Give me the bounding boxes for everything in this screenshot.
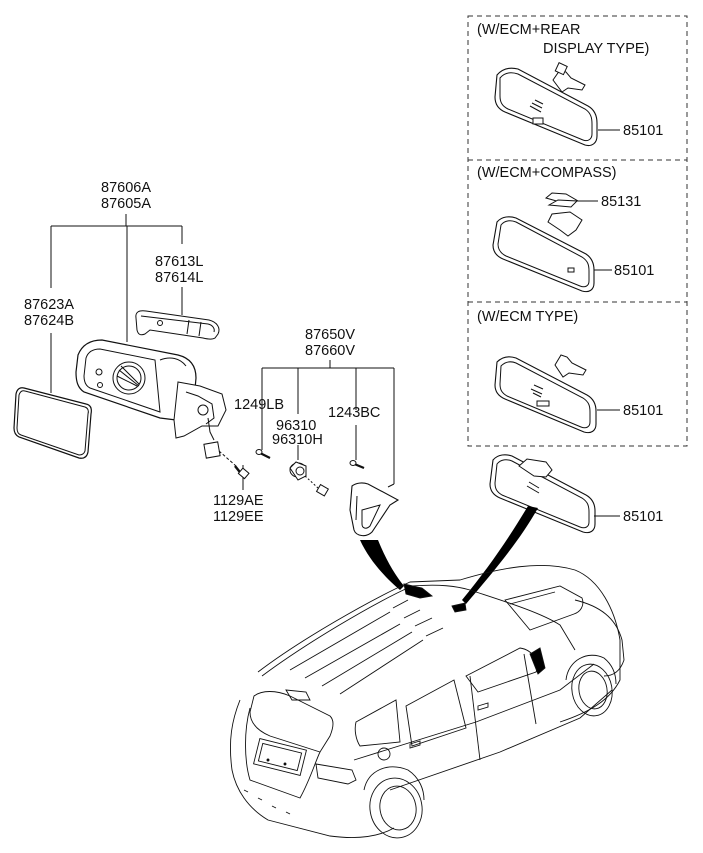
inside-mirror-standard[interactable] [489,454,596,534]
part-label-85131[interactable]: 85131 [601,194,642,210]
part-label-87606a[interactable]: 87606A [101,180,151,196]
part-label-85101-compass[interactable]: 85101 [614,263,655,279]
part-label-1243bc[interactable]: 1243BC [328,405,381,421]
part-label-87605a[interactable]: 87605A [101,196,151,212]
sensor-unit-96310[interactable] [289,461,330,497]
part-label-87624b[interactable]: 87624B [24,313,74,329]
mirror-glass[interactable] [13,387,92,459]
screw-1243bc[interactable] [349,460,365,470]
inside-mirror-rear-display[interactable] [494,62,598,147]
outside-mirror-housing[interactable] [75,339,237,467]
part-label-85101-rear-display[interactable]: 85101 [623,123,664,139]
inside-mirror-compass[interactable] [492,192,595,293]
pointer-arrow-mirror [462,506,538,604]
variant-title-rear-display-2: DISPLAY TYPE) [543,41,650,57]
cover-group-leaders [261,360,395,488]
variant-title-ecm: (W/ECM TYPE) [477,309,579,325]
part-label-87623a[interactable]: 87623A [24,297,74,313]
screw-1249lb[interactable] [255,449,271,459]
variant-title-rear-display: (W/ECM+REAR [477,22,581,38]
part-label-1129ee[interactable]: 1129EE [213,509,264,525]
part-label-1129ae[interactable]: 1129AE [213,493,264,509]
side-repeater-lamp[interactable] [135,310,220,340]
option-boxes [467,15,688,447]
part-label-87650v[interactable]: 87650V [305,327,355,343]
inside-mirror-leaders [576,129,620,517]
inside-mirror-ecm[interactable] [494,354,597,434]
option-box-outline [467,15,688,447]
part-label-96310[interactable]: 96310 [276,418,317,434]
part-label-85101-ecm[interactable]: 85101 [623,403,664,419]
part-label-87614l[interactable]: 87614L [155,270,204,286]
part-label-96310h[interactable]: 96310H [272,432,323,448]
part-label-87613l[interactable]: 87613L [155,254,204,270]
part-label-85101-standard[interactable]: 85101 [623,509,664,525]
part-label-87660v[interactable]: 87660V [305,343,355,359]
screw-1129ae[interactable] [234,465,250,480]
vehicle-illustration [230,565,625,839]
part-label-1249lb[interactable]: 1249LB [234,397,284,413]
triangle-cover[interactable] [349,482,400,537]
pointer-arrow-cover [360,540,404,590]
variant-title-compass: (W/ECM+COMPASS) [477,165,617,181]
